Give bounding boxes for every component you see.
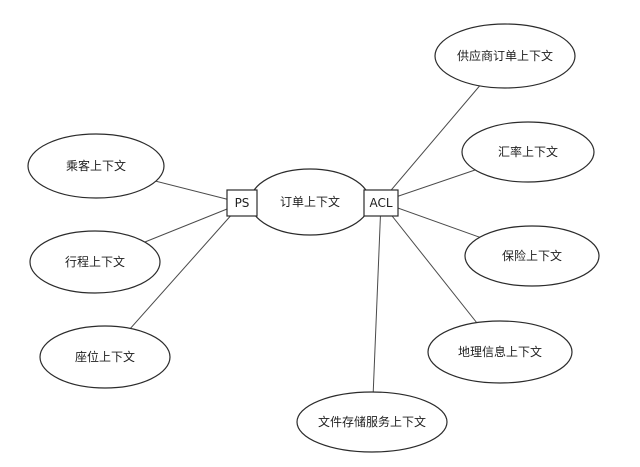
exchange-rate-ellipse [461, 121, 595, 183]
order-context-label: 订单上下文 [280, 194, 340, 209]
seat-ellipse [39, 325, 171, 389]
node-file-storage-context: 文件存储服务上下文 [296, 391, 448, 453]
node-geo-info-context: 地理信息上下文 [427, 320, 573, 384]
edge-acl-filestore [371, 201, 382, 423]
geo-info-label: 地理信息上下文 [458, 344, 542, 359]
acl-box [363, 189, 399, 217]
node-acl-adapter: ACL [363, 189, 399, 217]
trip-ellipse [29, 230, 161, 294]
node-seat-context: 座位上下文 [39, 325, 171, 389]
supplier-order-ellipse [434, 23, 576, 89]
file-storage-ellipse [296, 391, 448, 453]
insurance-ellipse [464, 225, 600, 287]
ps-label: PS [235, 196, 250, 210]
node-passenger-context: 乘客上下文 [27, 133, 165, 199]
exchange-rate-label: 汇率上下文 [498, 144, 558, 159]
node-trip-context: 行程上下文 [29, 230, 161, 294]
node-order-context: 订单上下文 [249, 168, 371, 236]
trip-label: 行程上下文 [65, 254, 125, 269]
node-supplier-order-context: 供应商订单上下文 [434, 23, 576, 89]
supplier-order-label: 供应商订单上下文 [457, 48, 553, 63]
node-exchange-rate-context: 汇率上下文 [461, 121, 595, 183]
seat-label: 座位上下文 [75, 349, 135, 364]
passenger-label: 乘客上下文 [66, 158, 126, 173]
passenger-ellipse [27, 133, 165, 199]
node-ps-adapter: PS [226, 189, 258, 217]
edges [94, 55, 533, 423]
insurance-label: 保险上下文 [502, 248, 562, 263]
file-storage-label: 文件存储服务上下文 [318, 414, 426, 429]
node-insurance-context: 保险上下文 [464, 225, 600, 287]
ps-box [226, 189, 258, 217]
geo-info-ellipse [427, 320, 573, 384]
acl-label: ACL [369, 196, 392, 210]
